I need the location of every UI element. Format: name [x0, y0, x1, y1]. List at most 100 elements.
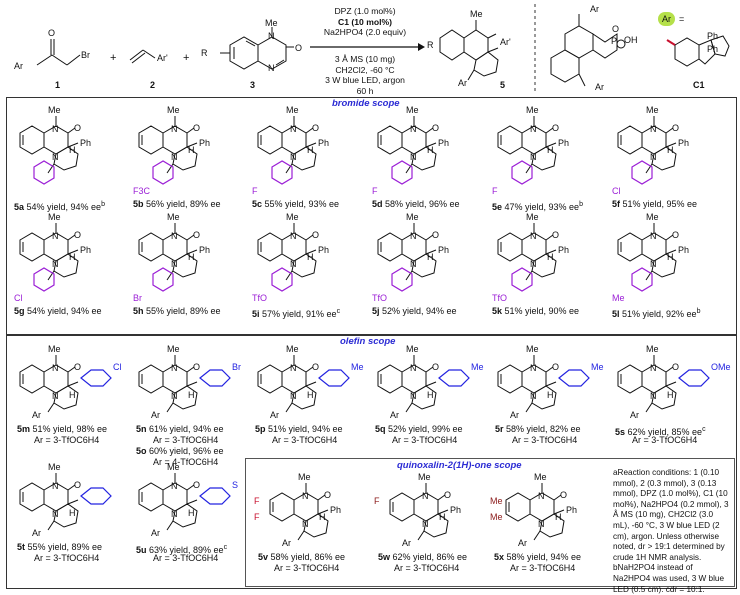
olefin-aryl-ring — [318, 369, 350, 387]
benzo-ring — [19, 125, 45, 155]
aryl-substituent-label: Cl — [612, 186, 621, 196]
olefin-substituent-label: Me — [591, 362, 604, 372]
product-label: 5 — [500, 80, 506, 90]
molecule-structure — [497, 116, 557, 185]
reagent-3-o: O — [295, 43, 303, 53]
substituent-bond — [665, 381, 677, 387]
amide-n-label: N — [410, 363, 417, 373]
footnote-marker: b — [579, 201, 583, 208]
benzo-substituent-label: Me — [490, 496, 503, 506]
molecule-structure — [257, 223, 317, 292]
phenyl-label: Ph — [199, 138, 211, 148]
stereo-h-label: H — [69, 252, 76, 262]
carbonyl-bond — [67, 484, 76, 491]
substituent-bond — [425, 249, 437, 255]
benzo-ring — [269, 492, 295, 522]
phenyl-label: Ph — [318, 245, 330, 255]
compound-id: 5i — [252, 309, 263, 319]
carbonyl-o-label: O — [193, 123, 201, 133]
yield-ee-text: 62% yield, 85% ee — [627, 427, 703, 437]
compound-id: 5s — [615, 427, 628, 437]
olefin-aryl-structure — [558, 369, 590, 387]
molecule-structure — [377, 223, 437, 292]
olefin-aryl-structure — [438, 369, 470, 387]
yield-ee-text: 55% yield, 93% ee — [264, 199, 340, 209]
substituent-bond — [425, 142, 437, 148]
yield-ee-text: 58% yield, 94% ee — [506, 552, 582, 562]
yield-ee-text: 58% yield, 86% ee — [270, 552, 346, 562]
reagent-3-structure — [220, 27, 294, 70]
amide-n-label: N — [171, 231, 178, 241]
amine-n-label: N — [171, 152, 178, 162]
reagent-3-n2: N — [268, 63, 275, 73]
n-methyl-label: Me — [406, 344, 419, 354]
benzo-ring — [497, 125, 523, 155]
reagent-3-me: Me — [265, 18, 278, 28]
reagent-2-ar: Ar' — [157, 53, 168, 63]
olefin-aryl-ring — [438, 369, 470, 387]
ar-label: Ar — [510, 410, 519, 420]
compound-id: 5l — [612, 309, 623, 319]
aryl-ring — [152, 160, 174, 185]
ar-definition: Ar = 3-TfOC6H4 — [272, 435, 338, 445]
aryl-ring — [511, 160, 533, 185]
benzo-ring — [138, 125, 164, 155]
ar-definition: Ar = 3-TfOC6H4 — [392, 435, 458, 445]
substituent-bond — [305, 249, 317, 255]
molecule-structure — [505, 483, 565, 541]
amide-n-label: N — [530, 124, 537, 134]
yield-ee-caption: 5k 51% yield, 90% ee — [492, 306, 579, 317]
carbonyl-o-label: O — [672, 123, 680, 133]
molecule-structure — [138, 355, 198, 413]
amide-n-label: N — [171, 124, 178, 134]
molecule-structure — [377, 116, 437, 185]
n-methyl-label: Me — [167, 212, 180, 222]
compound-id: 5n — [136, 424, 150, 434]
footnote: aReaction conditions: 1 (0.10 mmol), 2 (… — [613, 468, 729, 594]
carbonyl-o-label: O — [552, 230, 560, 240]
amine-n-label: N — [410, 391, 417, 401]
carbonyl-o-label: O — [560, 490, 568, 500]
compound-id: 5o — [136, 446, 150, 456]
yield-ee-caption: 5b 56% yield, 89% ee — [133, 199, 221, 210]
n-methyl-label: Me — [406, 212, 419, 222]
n-methyl-label: Me — [534, 472, 547, 482]
compound-id: 5d — [372, 199, 386, 209]
carbonyl-bond — [186, 127, 195, 134]
amine-n-label: N — [52, 509, 59, 519]
n-methyl-label: Me — [526, 212, 539, 222]
yield-ee-caption: 5p 51% yield, 94% ee — [255, 424, 343, 435]
stereo-h-label: H — [667, 252, 674, 262]
carbonyl-o-label: O — [432, 123, 440, 133]
substituent-bond — [437, 509, 449, 515]
aryl-bond — [166, 520, 174, 531]
olefin-aryl-ring — [80, 487, 112, 505]
yield-ee-caption: 5x 58% yield, 94% ee — [494, 552, 581, 563]
ar-definition: Ar = 4-TfOC6H4 — [153, 457, 219, 467]
catalyst-ar-top: Ar — [590, 4, 599, 14]
carbonyl-o-label: O — [552, 123, 560, 133]
stereo-h-label: H — [547, 145, 554, 155]
stereo-h-label: H — [667, 145, 674, 155]
product-arp: Ar' — [500, 37, 511, 47]
compound-id: 5g — [14, 306, 28, 316]
n-methyl-label: Me — [286, 212, 299, 222]
ar-definition: Ar = 3-TfOC6H4 — [394, 563, 460, 573]
yield-ee-text: 55% yield, 89% ee — [146, 306, 221, 316]
aryl-ring — [391, 267, 413, 292]
molecule-structure — [377, 355, 437, 413]
amide-n-label: N — [538, 491, 545, 501]
amine-n-label: N — [530, 391, 537, 401]
carbonyl-bond — [665, 366, 674, 373]
carbonyl-bond — [67, 366, 76, 373]
catalyst-ph1: Ph — [707, 31, 719, 41]
catalyst-p: P — [611, 36, 618, 46]
amide-n-label: N — [52, 481, 59, 491]
yield-ee-caption: 5i 57% yield, 91% eec — [252, 306, 340, 320]
aryl-ring — [511, 267, 533, 292]
amide-n-label: N — [650, 363, 657, 373]
carbonyl-bond — [665, 234, 674, 241]
catalyst-oh: OH — [624, 35, 638, 45]
reagent-1-o: O — [48, 28, 56, 38]
substituent-bond — [665, 249, 677, 255]
